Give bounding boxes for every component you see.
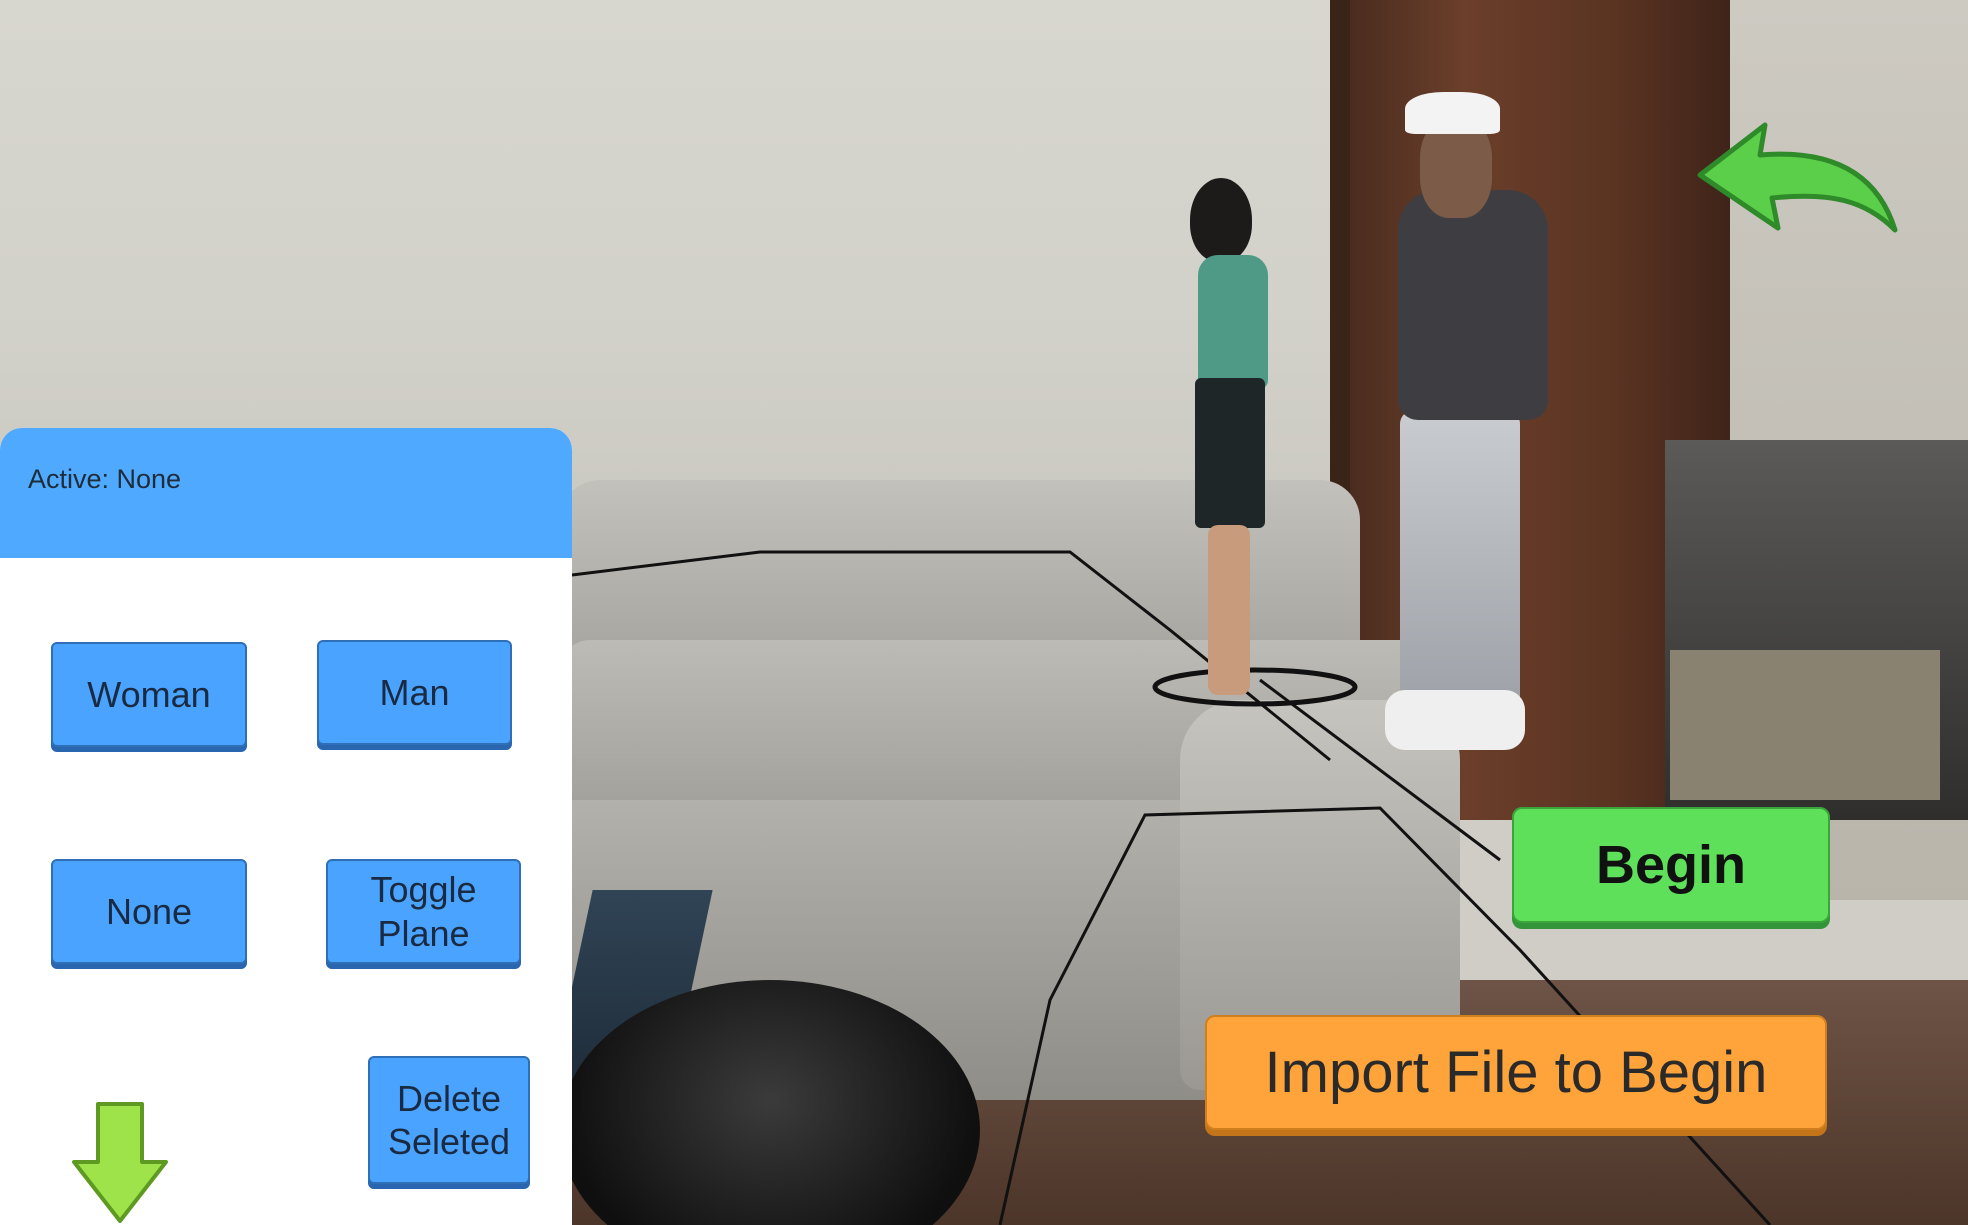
man-button-label: Man bbox=[379, 671, 450, 713]
woman-avatar-skirt bbox=[1195, 378, 1265, 528]
toggle-plane-label-line1: Toggle bbox=[370, 869, 477, 911]
import-file-button[interactable]: Import File to Begin bbox=[1205, 1015, 1827, 1130]
man-avatar-cap bbox=[1405, 92, 1500, 134]
woman-button[interactable]: Woman bbox=[51, 642, 247, 747]
woman-avatar-head bbox=[1190, 178, 1252, 262]
man-button[interactable]: Man bbox=[317, 640, 512, 745]
man-avatar-body[interactable] bbox=[1398, 190, 1548, 420]
selection-ring[interactable] bbox=[1152, 667, 1358, 707]
begin-button[interactable]: Begin bbox=[1512, 807, 1830, 923]
toggle-plane-button[interactable]: Toggle Plane bbox=[326, 859, 521, 964]
control-panel: Active: None Woman Man None Toggle Plane… bbox=[0, 428, 572, 1225]
man-avatar-legs bbox=[1400, 410, 1520, 720]
woman-button-label: Woman bbox=[87, 673, 211, 715]
cardboard-box bbox=[1670, 650, 1940, 800]
down-arrow-icon[interactable] bbox=[70, 1100, 170, 1225]
glass-table bbox=[560, 980, 980, 1225]
woman-avatar-body bbox=[1198, 255, 1268, 390]
panel-header: Active: None bbox=[0, 428, 572, 558]
delete-selected-button[interactable]: Delete Seleted bbox=[368, 1056, 530, 1184]
none-button[interactable]: None bbox=[51, 859, 247, 964]
import-button-label: Import File to Begin bbox=[1264, 1040, 1768, 1105]
begin-button-label: Begin bbox=[1595, 835, 1746, 895]
active-status-label: Active: None bbox=[28, 464, 182, 494]
woman-avatar-legs[interactable] bbox=[1208, 525, 1250, 695]
toggle-plane-label-line2: Plane bbox=[377, 912, 470, 954]
man-avatar-feet bbox=[1385, 690, 1525, 750]
delete-label-line2: Seleted bbox=[387, 1121, 511, 1162]
back-arrow-icon[interactable] bbox=[1690, 120, 1900, 240]
none-button-label: None bbox=[105, 890, 193, 932]
delete-label-line1: Delete bbox=[396, 1077, 502, 1119]
man-avatar-head bbox=[1420, 118, 1492, 218]
